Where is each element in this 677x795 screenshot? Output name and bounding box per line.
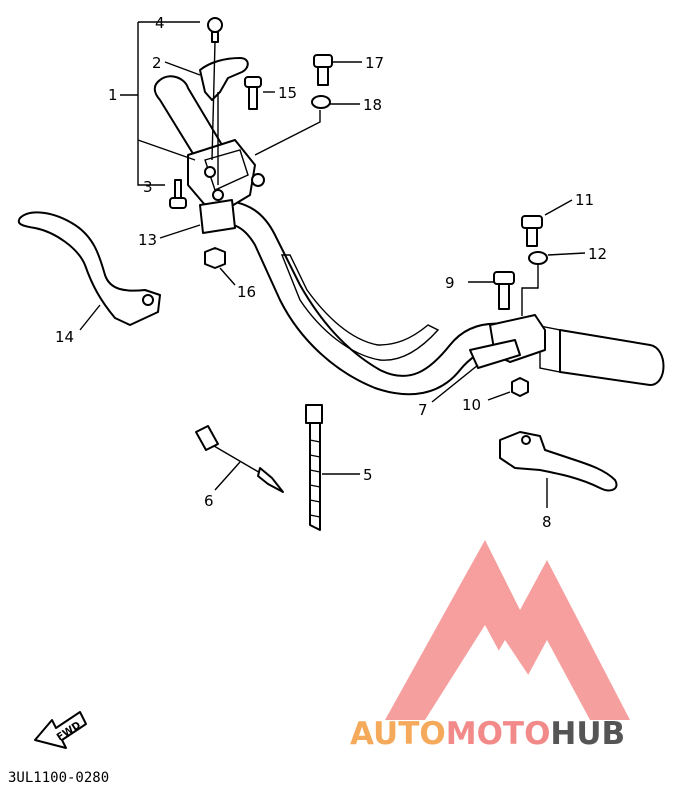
callout-12: 12	[588, 245, 607, 263]
logo-mark	[385, 540, 630, 720]
cable-tie-5	[305, 404, 323, 531]
logo-inner	[470, 640, 545, 700]
clutch-lever-pivot	[142, 294, 154, 306]
leader-holes	[211, 41, 219, 185]
clutch-lever	[17, 211, 161, 326]
leader-18	[254, 103, 360, 156]
callout-17: 17	[365, 54, 384, 72]
holder-detail	[204, 149, 249, 191]
right-holder-clamp	[469, 339, 521, 369]
bolt-17-group	[311, 54, 333, 109]
diagram-code: 3UL1100-0280	[8, 770, 109, 786]
handlebar	[153, 75, 665, 396]
callout-13: 13	[138, 231, 157, 249]
callout-3: 3	[143, 178, 153, 196]
brake-lever	[499, 431, 618, 492]
screw-4	[207, 17, 223, 33]
fwd-arrow: FWD	[34, 711, 87, 749]
watermark-auto: AUTO	[350, 716, 446, 752]
tie-strap	[309, 422, 321, 531]
watermark-hub: HUB	[550, 716, 625, 752]
bolt-11-head	[521, 215, 543, 229]
holder-clamp	[199, 199, 236, 234]
bolt-15-shaft	[248, 86, 258, 110]
callout-15: 15	[278, 84, 297, 102]
nut-16	[204, 247, 226, 269]
leader-13	[159, 224, 201, 239]
bolt-17-head	[313, 54, 333, 68]
callout-18: 18	[363, 96, 382, 114]
holder-bolt-hole-a	[204, 166, 216, 178]
watermark-text: AUTOMOTOHUB	[350, 716, 625, 752]
callouts: 4 2 1 15 17 18 3 13 16 14 11 12 9 7 10 5…	[55, 14, 607, 531]
leader-10	[487, 391, 511, 401]
handlebar-tube	[211, 199, 541, 396]
washer-12	[528, 251, 548, 265]
brake-lever-pivot	[521, 435, 531, 445]
callout-1: 1	[108, 86, 118, 104]
cable-end	[195, 425, 219, 451]
bolt-11-shaft	[526, 227, 538, 247]
callout-11: 11	[575, 191, 594, 209]
left-lever-holder	[169, 17, 265, 269]
leader-14	[79, 304, 101, 331]
nut-10	[511, 377, 529, 397]
callout-8: 8	[542, 513, 552, 531]
nut-near-holder	[251, 173, 265, 187]
callout-5: 5	[363, 466, 373, 484]
holder-bolt-hole-b	[212, 189, 224, 201]
screw-4-shaft	[211, 31, 219, 43]
callout-2: 2	[152, 54, 162, 72]
callout-10: 10	[462, 396, 481, 414]
callout-9: 9	[445, 274, 455, 292]
washer-18	[311, 95, 331, 109]
cable-wire	[213, 445, 263, 475]
leader-7	[431, 364, 479, 403]
watermark-moto: MOTO	[446, 716, 551, 752]
tie-ribs	[309, 439, 321, 518]
leader-6	[214, 461, 241, 491]
callout-4: 4	[155, 14, 165, 32]
bolt-9-head	[493, 271, 515, 285]
leader-16	[219, 267, 236, 286]
cable-holder	[199, 57, 249, 101]
fwd-arrow-shape	[34, 711, 87, 749]
cable-part-6	[195, 425, 284, 493]
leader-12b	[521, 264, 539, 316]
leader-11	[544, 199, 573, 216]
leader-2	[164, 61, 201, 76]
leader-1b	[137, 139, 196, 161]
watermark-logo	[385, 540, 630, 720]
holder-body	[187, 139, 256, 211]
callout-14: 14	[55, 328, 74, 346]
right-grip	[559, 329, 665, 386]
leader-1	[120, 21, 175, 186]
callout-6: 6	[204, 492, 214, 510]
tie-head	[305, 404, 323, 424]
bolt-9-shaft	[498, 283, 510, 310]
bolt-17-shaft	[317, 66, 329, 86]
leader-lines	[79, 21, 586, 508]
cable-tip	[257, 467, 284, 493]
right-lever-holder	[469, 215, 548, 397]
right-grip-collar	[539, 325, 561, 373]
handlebar-brace	[280, 254, 440, 361]
callout-16: 16	[237, 283, 256, 301]
screw-3-head	[169, 197, 187, 209]
bolt-15-head	[244, 76, 262, 88]
leader-12	[547, 252, 586, 256]
callout-7: 7	[418, 401, 428, 419]
